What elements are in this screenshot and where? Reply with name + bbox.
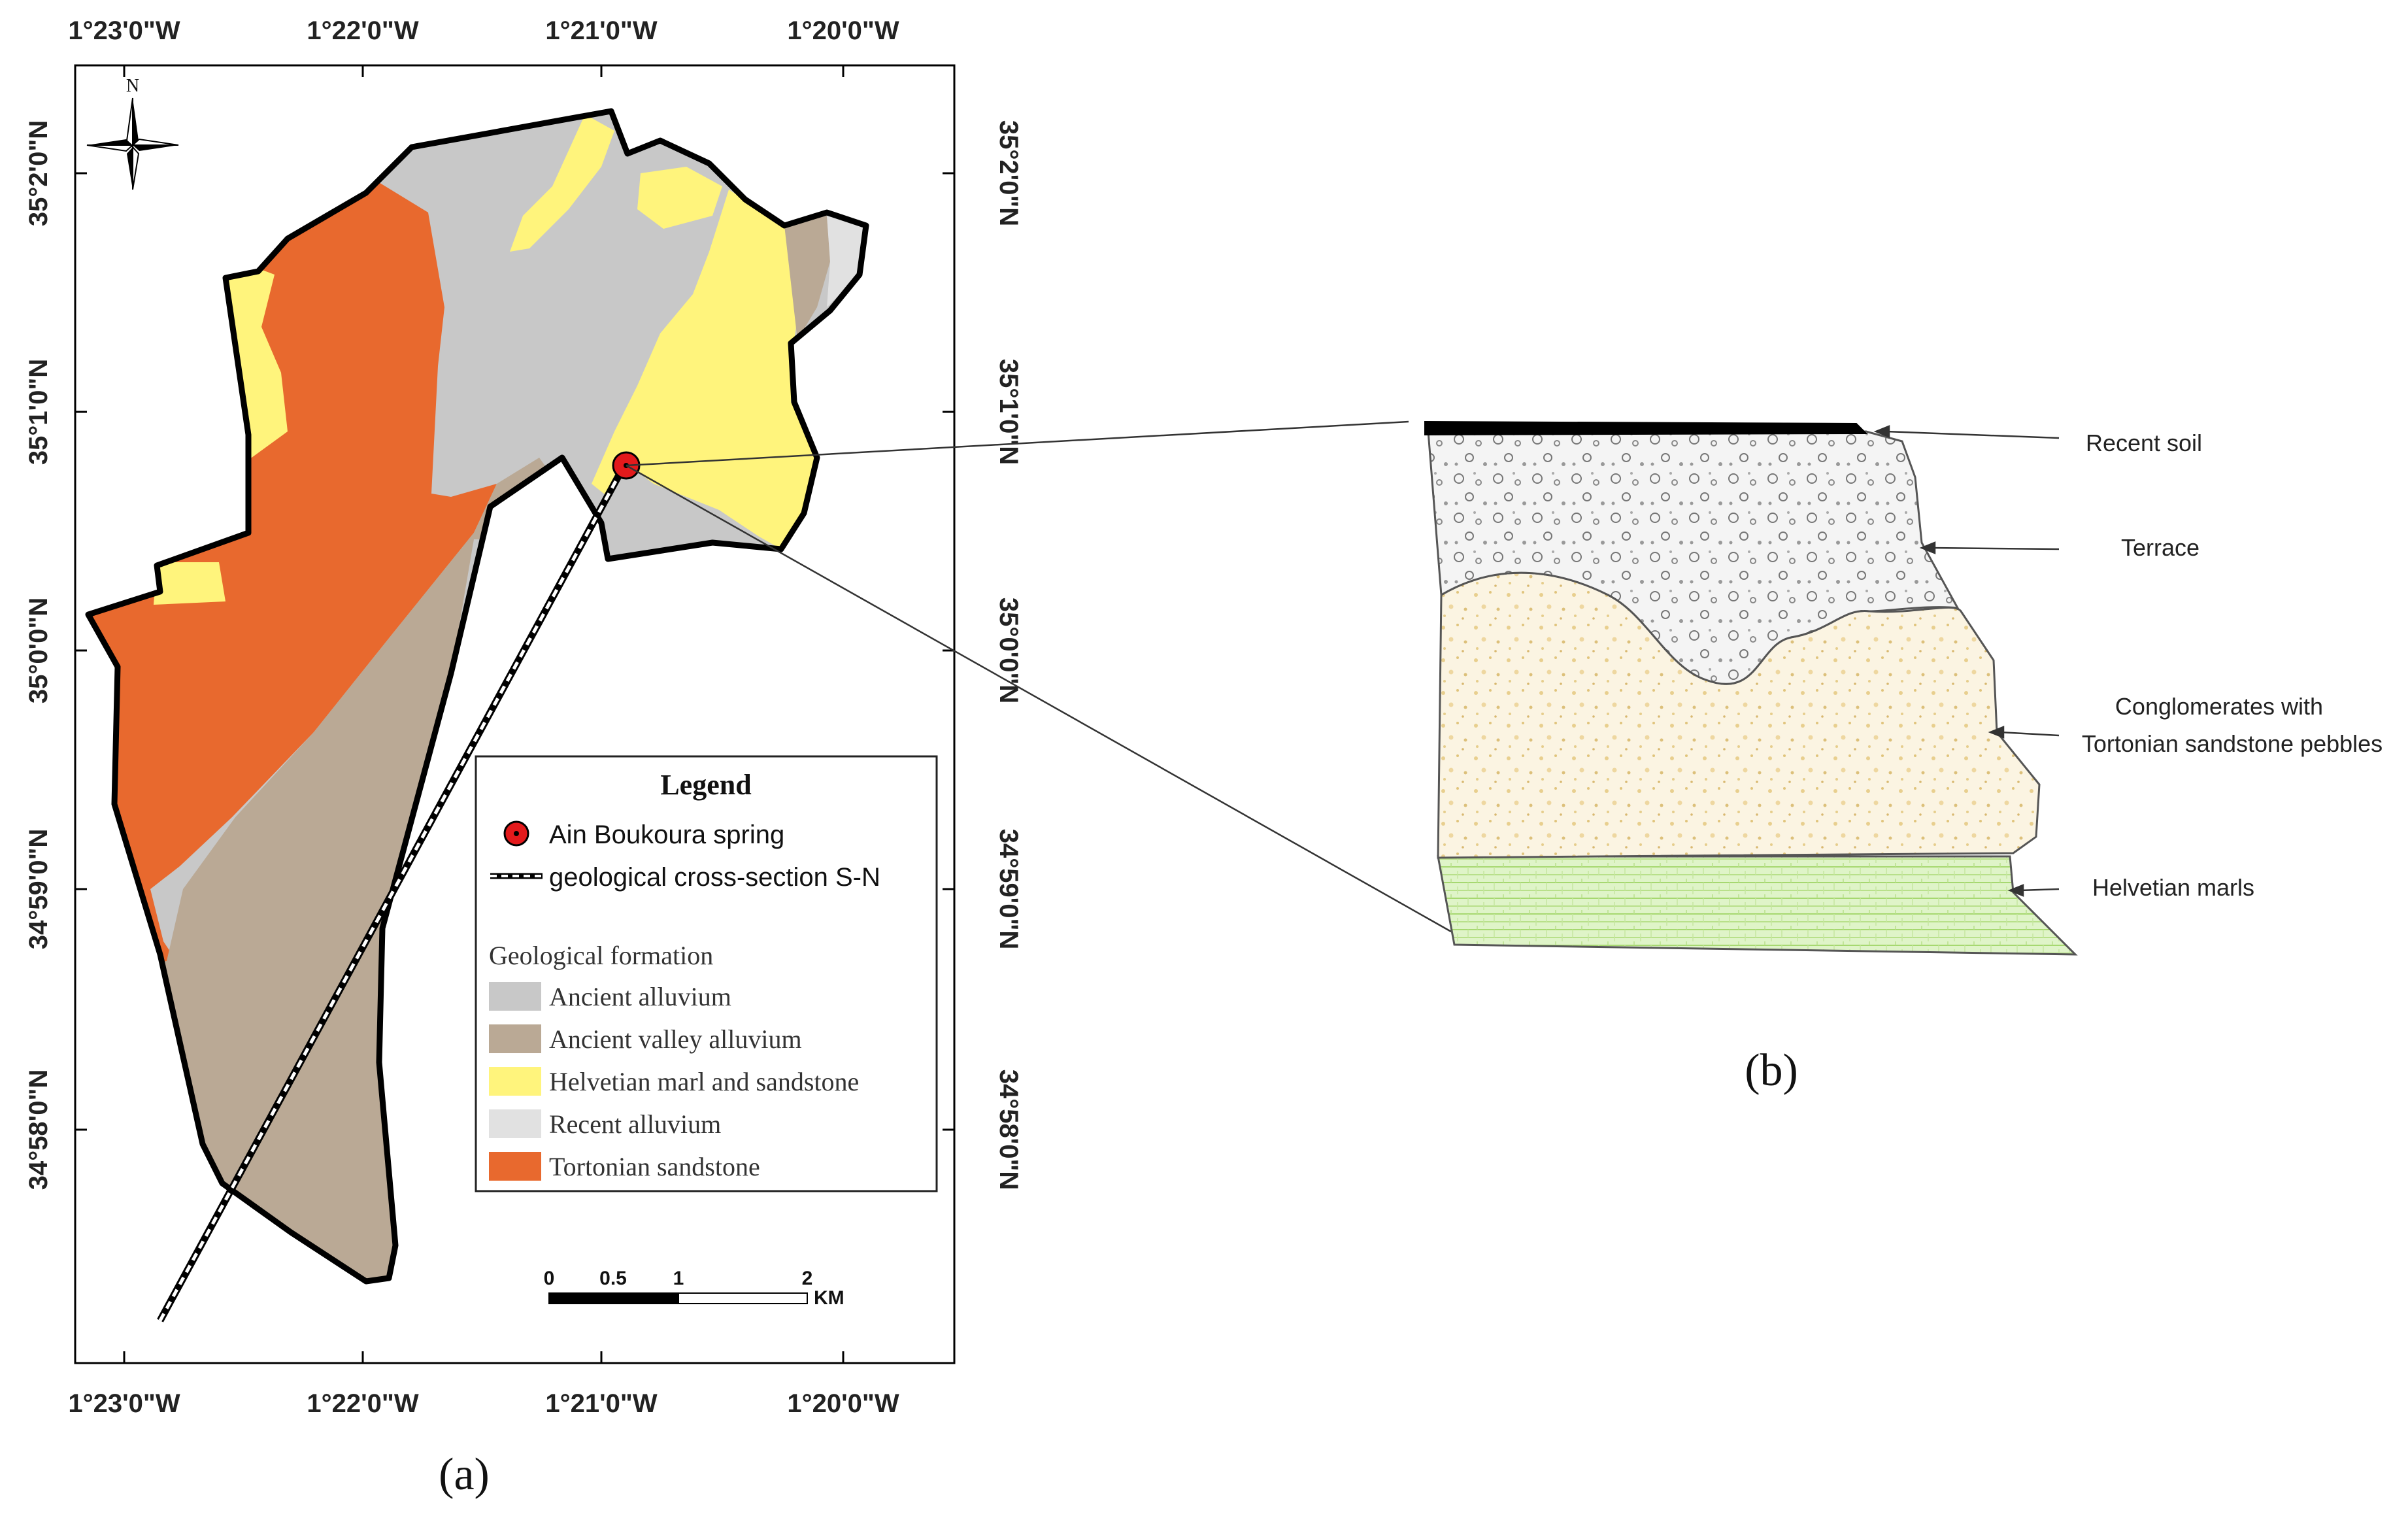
legend-section-label: geological cross-section S-N — [549, 863, 880, 892]
helvetian-area-northeast — [637, 167, 722, 229]
lon-tick-top-2: 1°22'0"W — [307, 16, 418, 45]
scale-segment-white — [678, 1292, 808, 1304]
lon-tick-bottom-1: 1°23'0"W — [68, 1389, 180, 1418]
legend-label-ancient-alluvium: Ancient alluvium — [549, 982, 731, 1011]
helvetian-area-southwest — [154, 562, 226, 605]
helvetian-area-east — [592, 190, 817, 549]
lat-tick-right-3: 35°0'0"N — [994, 598, 1023, 703]
connector-line-top — [626, 420, 1409, 467]
lat-tick-left-4: 34°59'0"N — [24, 829, 53, 950]
legend-title: Legend — [660, 769, 751, 801]
legend-swatch-ancient-alluvium — [489, 982, 541, 1011]
layer-terrace — [1427, 430, 1960, 685]
label-helvetian-marls: Helvetian marls — [2092, 874, 2254, 901]
legend-swatch-recent-alluvium — [489, 1109, 541, 1138]
label-recent-soil: Recent soil — [2086, 430, 2202, 456]
legend-box — [475, 755, 938, 1192]
scale-tick-0: 0 — [544, 1268, 555, 1289]
legend: Legend Ain Boukoura spring geological cr… — [475, 755, 938, 1192]
legend-spring-symbol — [503, 820, 529, 847]
lon-tick-top-4: 1°20'0"W — [787, 16, 899, 45]
lat-tick-left-5: 34°58'0"N — [24, 1070, 53, 1190]
lon-tick-bottom-3: 1°21'0"W — [545, 1389, 657, 1418]
valley-alluvium-east — [784, 216, 830, 340]
scale-tick-05: 0.5 — [599, 1268, 627, 1289]
lat-tick-right-4: 34°59'0"N — [994, 829, 1023, 950]
layer-helvetian-marls — [1437, 855, 2078, 956]
panel-label-a: (a) — [439, 1449, 490, 1500]
lat-tick-right-1: 35°2'0"N — [994, 120, 1023, 226]
lat-tick-right-2: 35°1'0"N — [994, 359, 1023, 465]
lon-tick-bottom-4: 1°20'0"W — [787, 1389, 899, 1418]
scale-tick-2: 2 — [802, 1268, 813, 1289]
label-conglomerates-line2: Tortonian sandstone pebbles — [2082, 730, 2383, 757]
scale-unit: KM — [814, 1287, 844, 1309]
helvetian-area-north — [510, 114, 614, 252]
panel-label-b: (b) — [1745, 1045, 1798, 1096]
layer-recent-soil — [1424, 420, 1868, 436]
lon-tick-bottom-2: 1°22'0"W — [307, 1389, 418, 1418]
lat-tick-left-3: 35°0'0"N — [24, 598, 53, 703]
lat-tick-left-1: 35°2'0"N — [24, 120, 53, 226]
legend-spring-label: Ain Boukoura spring — [549, 820, 784, 849]
label-conglomerates-line1: Conglomerates with — [2115, 693, 2323, 720]
north-label: N — [126, 76, 139, 96]
lat-tick-left-2: 35°1'0"N — [24, 359, 53, 465]
layer-label-arrows — [1873, 425, 2060, 897]
lat-tick-right-5: 34°58'0"N — [994, 1070, 1023, 1190]
lon-tick-top-1: 1°23'0"W — [68, 16, 180, 45]
cross-section-line-dashes — [158, 464, 626, 1322]
legend-label-recent-alluvium: Recent alluvium — [549, 1109, 721, 1139]
label-terrace: Terrace — [2121, 534, 2199, 561]
legend-formation-title: Geological formation — [489, 941, 713, 970]
recent-alluvium-area — [827, 216, 866, 307]
legend-label-ancient-valley-alluvium: Ancient valley alluvium — [549, 1024, 802, 1054]
scale-bar: 0 0.5 1 2 KM — [544, 1268, 844, 1309]
north-arrow-icon: N — [86, 76, 179, 190]
scale-segment-black — [548, 1292, 679, 1304]
connector-line-bottom — [626, 464, 1452, 933]
legend-swatch-ancient-valley-alluvium — [489, 1024, 541, 1053]
legend-label-tortonian-sandstone: Tortonian sandstone — [549, 1152, 760, 1181]
legend-swatch-helvetian-marl — [489, 1067, 541, 1096]
legend-label-helvetian-marl: Helvetian marl and sandstone — [549, 1067, 859, 1096]
graticule-ticks — [75, 65, 954, 1363]
study-area-boundary — [85, 108, 869, 1285]
cross-section-panel: Recent soil Terrace Conglomerates with T… — [1424, 420, 2383, 1096]
scale-tick-1: 1 — [673, 1268, 684, 1289]
legend-swatch-tortonian-sandstone — [489, 1152, 541, 1181]
lon-tick-top-3: 1°21'0"W — [545, 16, 657, 45]
map-panel: 1°23'0"W 1°22'0"W 1°21'0"W 1°20'0"W 1°23… — [24, 16, 1023, 1500]
